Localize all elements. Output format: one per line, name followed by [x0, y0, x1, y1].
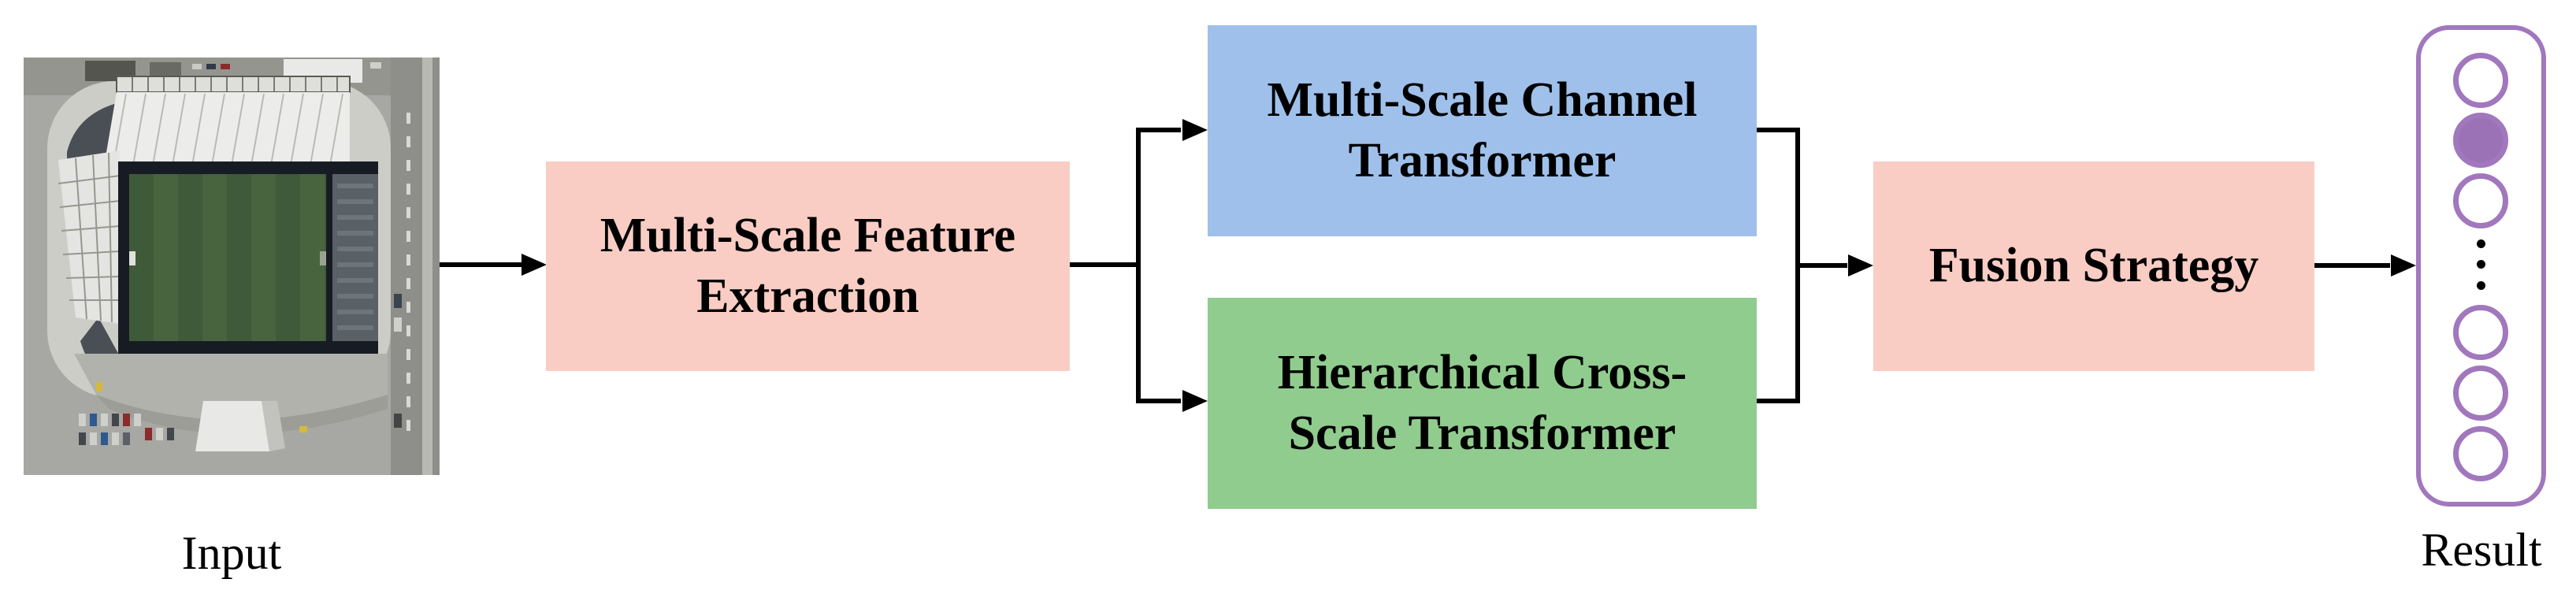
result-node: [2453, 366, 2508, 421]
result-caption: Result: [2421, 524, 2542, 576]
arrow-feature-to-channel: [1070, 119, 1208, 267]
ellipsis-dot-icon: [2477, 239, 2485, 248]
result-node: [2453, 53, 2508, 108]
ellipsis-dot-icon: [2477, 260, 2485, 269]
result-node: [2453, 305, 2508, 360]
stadium-aerial-photo-graphic: [24, 58, 440, 475]
result-node: [2453, 173, 2508, 228]
input-caption: Input: [181, 527, 282, 579]
cross-scale-transformer-label: Hierarchical Cross-Scale Transformer: [1277, 345, 1687, 461]
feature-extraction-label: Multi-Scale Feature Extraction: [599, 208, 1016, 324]
result-node: [2453, 426, 2508, 481]
arrowhead-icon: [522, 254, 547, 276]
channel-transformer-box: Multi-Scale Channel Transformer: [1208, 25, 1757, 236]
channel-transformer-label: Multi-Scale Channel Transformer: [1267, 72, 1698, 188]
arrow-merge-to-fusion: [1757, 128, 1873, 403]
arrowhead-icon: [1182, 119, 1208, 141]
arrowhead-icon: [1848, 254, 1873, 277]
arrow-fusion-to-result: [2314, 254, 2416, 277]
arrow-input-to-feature: [440, 254, 547, 276]
ellipsis-dot-icon: [2477, 281, 2485, 290]
result-node: [2453, 113, 2508, 168]
input-image: [24, 58, 440, 475]
feature-extraction-box: Multi-Scale Feature Extraction: [546, 161, 1070, 371]
arrowhead-icon: [1182, 390, 1208, 412]
cross-scale-transformer-box: Hierarchical Cross-Scale Transformer: [1208, 298, 1757, 509]
fusion-strategy-label: Fusion Strategy: [1928, 239, 2259, 293]
arrow-feature-to-cross-scale: [1136, 265, 1208, 412]
arrowhead-icon: [2391, 254, 2416, 277]
fusion-strategy-box: Fusion Strategy: [1873, 161, 2314, 371]
